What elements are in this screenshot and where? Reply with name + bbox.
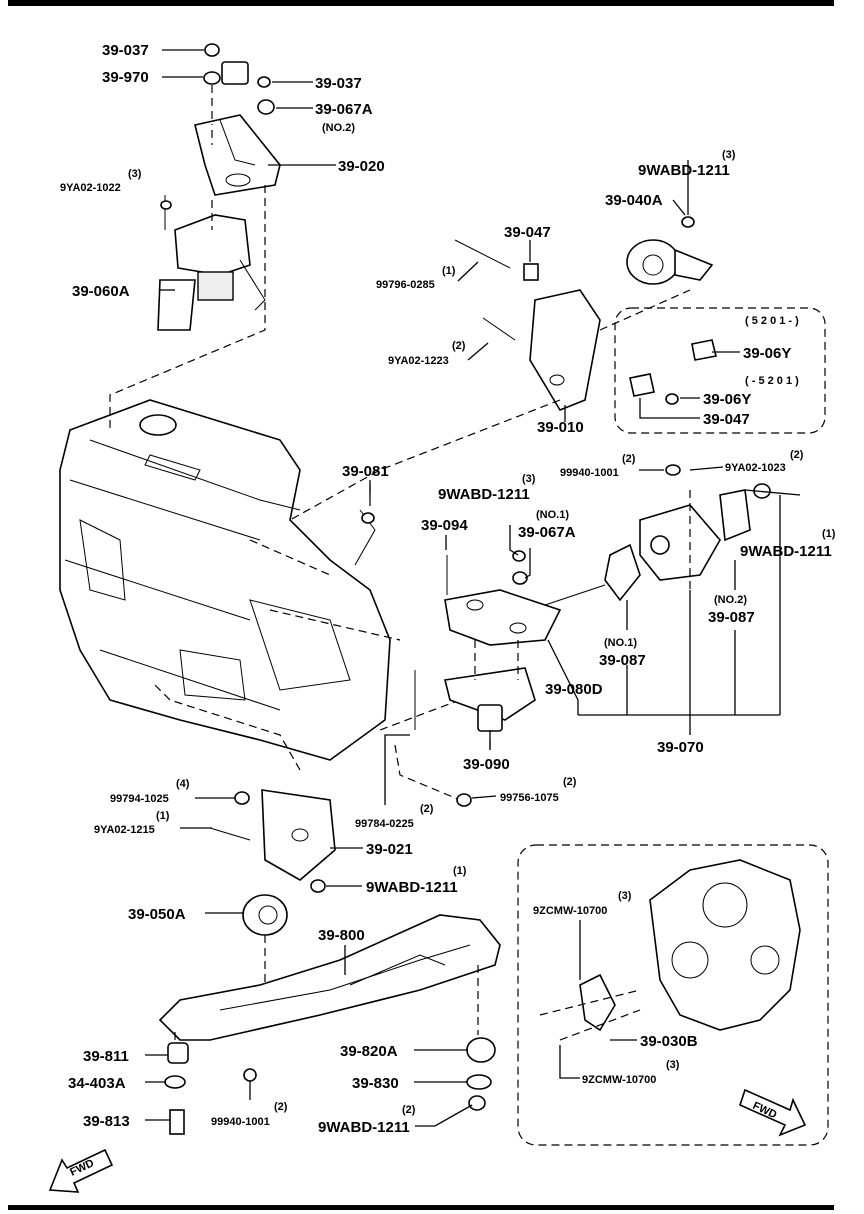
label-9zcmw-10700-top: 9ZCMW-10700	[533, 905, 607, 917]
label-5201-before: ( - 5 2 0 1 )	[745, 375, 799, 387]
label-39-067a-top: 39-067A	[315, 101, 373, 118]
qty-9ya02-1215: (1)	[156, 810, 170, 822]
label-39-037-top: 39-037	[102, 42, 149, 59]
label-39-067a-mid: 39-067A	[518, 524, 576, 541]
part-labels: 39-037 39-970 39-037 39-067A (NO.2) 39-0…	[60, 42, 836, 1136]
label-39-060a: 39-060A	[72, 283, 130, 300]
label-39-047-box: 39-047	[703, 411, 750, 428]
label-39-021: 39-021	[366, 841, 413, 858]
variant-box	[614, 307, 826, 434]
label-no2-right: (NO.2)	[714, 594, 747, 606]
label-34-403a: 34-403A	[68, 1075, 126, 1092]
label-39-06y-b: 39-06Y	[703, 391, 751, 408]
bottom-rule	[8, 1205, 834, 1210]
label-9wabd-1211-top: 9WABD-1211	[638, 162, 730, 179]
label-5201-after: ( 5 2 0 1 - )	[745, 315, 799, 327]
label-39-820a: 39-820A	[340, 1043, 398, 1060]
qty-9zcmw-10700-top: (3)	[618, 890, 632, 902]
fwd-arrow-inset: FWD	[739, 1088, 807, 1137]
label-39-087-no1: 39-087	[599, 652, 646, 669]
label-39-040a: 39-040A	[605, 192, 663, 209]
qty-9ya02-1023: (2)	[790, 449, 804, 461]
label-no1-mid: (NO.1)	[536, 509, 569, 521]
label-39-087-no2: 39-087	[708, 609, 755, 626]
qty-9ya02-1022: (3)	[128, 168, 142, 180]
fwd-arrow-bottom-left: FWD	[48, 1148, 114, 1193]
qty-99784-0225: (2)	[420, 803, 434, 815]
label-39-030b: 39-030B	[640, 1033, 698, 1050]
label-9ya02-1022: 9YA02-1022	[60, 182, 121, 194]
label-39-094: 39-094	[421, 517, 468, 534]
label-9wabd-1211-low: 9WABD-1211	[366, 879, 458, 896]
label-39-050a: 39-050A	[128, 906, 186, 923]
label-99794-1025: 99794-1025	[110, 793, 169, 805]
label-39-070: 39-070	[657, 739, 704, 756]
label-9zcmw-10700-bottom: 9ZCMW-10700	[582, 1074, 656, 1086]
label-39-080d: 39-080D	[545, 681, 603, 698]
qty-99794-1025: (4)	[176, 778, 190, 790]
label-9wabd-1211-mid: 9WABD-1211	[438, 486, 530, 503]
label-39-081: 39-081	[342, 463, 389, 480]
qty-99940-1001-low: (2)	[274, 1101, 288, 1113]
front-mount-assembly	[209, 789, 472, 936]
inset-engine-illustration	[579, 859, 801, 1032]
label-39-830: 39-830	[352, 1075, 399, 1092]
qty-99940-1001-mid: (2)	[622, 453, 636, 465]
label-99784-0225: 99784-0225	[355, 818, 414, 830]
engine-block-illustration	[59, 399, 391, 761]
label-99796-0285: 99796-0285	[376, 279, 435, 291]
qty-99756-1075: (2)	[563, 776, 577, 788]
label-39-800: 39-800	[318, 927, 365, 944]
label-9ya02-1023: 9YA02-1023	[725, 462, 786, 474]
label-39-010: 39-010	[537, 419, 584, 436]
label-39-06y-a: 39-06Y	[743, 345, 791, 362]
qty-9wabd-1211-right: (1)	[822, 528, 836, 540]
crossmember-subframe	[158, 914, 501, 1135]
qty-9wabd-1211-top: (3)	[722, 149, 736, 161]
qty-9wabd-1211-bottom: (2)	[402, 1104, 416, 1116]
inset-box	[517, 844, 829, 1146]
label-39-020: 39-020	[338, 158, 385, 175]
upper-mount-assembly	[157, 43, 281, 331]
qty-9zcmw-10700-bottom: (3)	[666, 1059, 680, 1071]
label-39-811: 39-811	[83, 1048, 129, 1065]
label-39-813: 39-813	[83, 1113, 130, 1130]
qty-9wabd-1211-low: (1)	[453, 865, 467, 877]
leader-lines	[145, 49, 801, 1127]
label-9ya02-1223: 9YA02-1223	[388, 355, 449, 367]
label-99756-1075: 99756-1075	[500, 792, 559, 804]
label-no2-top: (NO.2)	[322, 122, 355, 134]
qty-9ya02-1223: (2)	[452, 340, 466, 352]
right-mount-assembly	[454, 216, 714, 411]
label-99940-1001-low: 99940-1001	[211, 1116, 270, 1128]
label-9wabd-1211-right: 9WABD-1211	[740, 543, 832, 560]
label-39-037: 39-037	[315, 75, 362, 92]
label-no1-left: (NO.1)	[604, 637, 637, 649]
label-39-047-top: 39-047	[504, 224, 551, 241]
label-99940-1001-mid: 99940-1001	[560, 467, 619, 479]
qty-99796-0285: (1)	[442, 265, 456, 277]
top-rule	[8, 0, 834, 6]
label-39-970: 39-970	[102, 69, 149, 86]
label-9wabd-1211-bottom: 9WABD-1211	[318, 1119, 410, 1136]
label-9ya02-1215: 9YA02-1215	[94, 824, 155, 836]
rear-mount-assembly	[354, 464, 771, 732]
qty-9wabd-1211-mid: (3)	[522, 473, 536, 485]
label-39-090: 39-090	[463, 756, 510, 773]
